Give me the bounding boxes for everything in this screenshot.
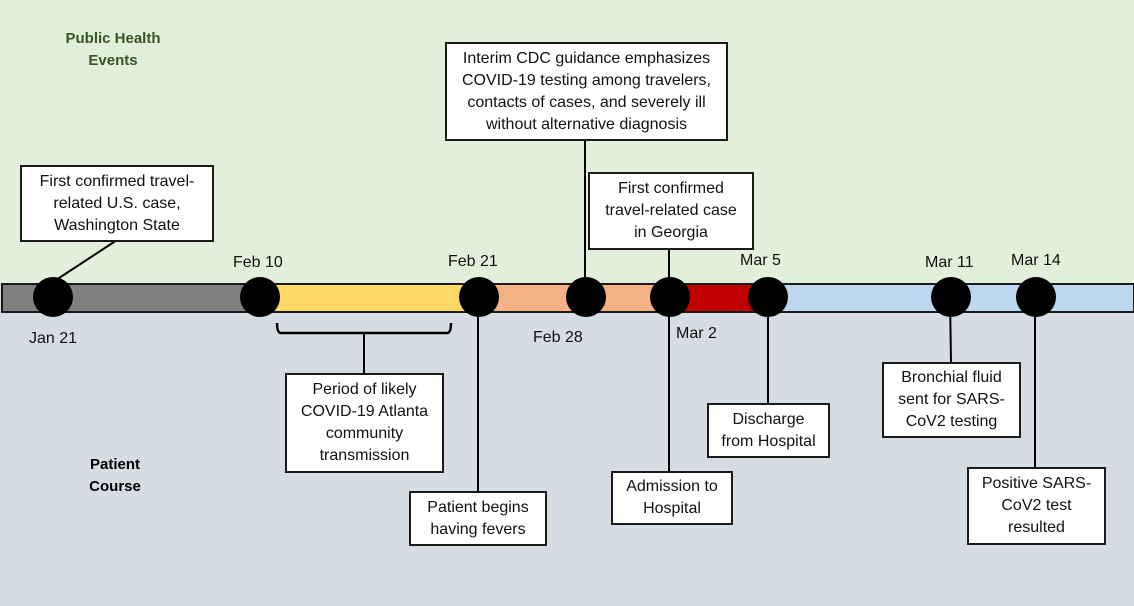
date-label-mar5: Mar 5 xyxy=(740,252,781,269)
marker-feb21 xyxy=(459,277,499,317)
event-box-community-transmission: Period of likely COVID-19 Atlanta commun… xyxy=(285,373,444,473)
marker-feb28 xyxy=(566,277,606,317)
date-label-mar2: Mar 2 xyxy=(676,325,717,342)
segment-community-transmission xyxy=(261,285,481,311)
event-box-first-us-case: First confirmed travel- related U.S. cas… xyxy=(20,165,214,242)
event-box-cdc-guidance: Interim CDC guidance emphasizes COVID-19… xyxy=(445,42,728,141)
transmission-bracket xyxy=(275,322,453,335)
marker-mar14 xyxy=(1016,277,1056,317)
connector-jan21 xyxy=(52,239,118,283)
event-box-bronchial-fluid: Bronchial fluid sent for SARS- CoV2 test… xyxy=(882,362,1021,438)
event-box-discharge: Discharge from Hospital xyxy=(707,403,830,458)
marker-mar5 xyxy=(748,277,788,317)
marker-mar2 xyxy=(650,277,690,317)
marker-feb10 xyxy=(240,277,280,317)
date-label-mar11: Mar 11 xyxy=(925,254,974,271)
event-box-positive-test: Positive SARS- CoV2 test resulted xyxy=(967,467,1106,545)
date-label-jan21: Jan 21 xyxy=(29,330,78,347)
marker-mar11 xyxy=(931,277,971,317)
date-label-feb28: Feb 28 xyxy=(533,329,583,346)
patient-course-region xyxy=(0,284,1134,606)
date-label-feb10: Feb 10 xyxy=(233,254,283,271)
marker-jan21 xyxy=(33,277,73,317)
date-label-mar14: Mar 14 xyxy=(1011,252,1061,269)
patient-course-heading: Patient Course xyxy=(89,456,141,495)
event-box-first-georgia-case: First confirmed travel-related case in G… xyxy=(588,172,754,250)
event-box-fevers: Patient begins having fevers xyxy=(409,491,547,546)
event-box-admission: Admission to Hospital xyxy=(611,471,733,525)
public-health-events-heading: Public Health Events xyxy=(65,30,161,69)
date-label-feb21: Feb 21 xyxy=(448,253,498,270)
